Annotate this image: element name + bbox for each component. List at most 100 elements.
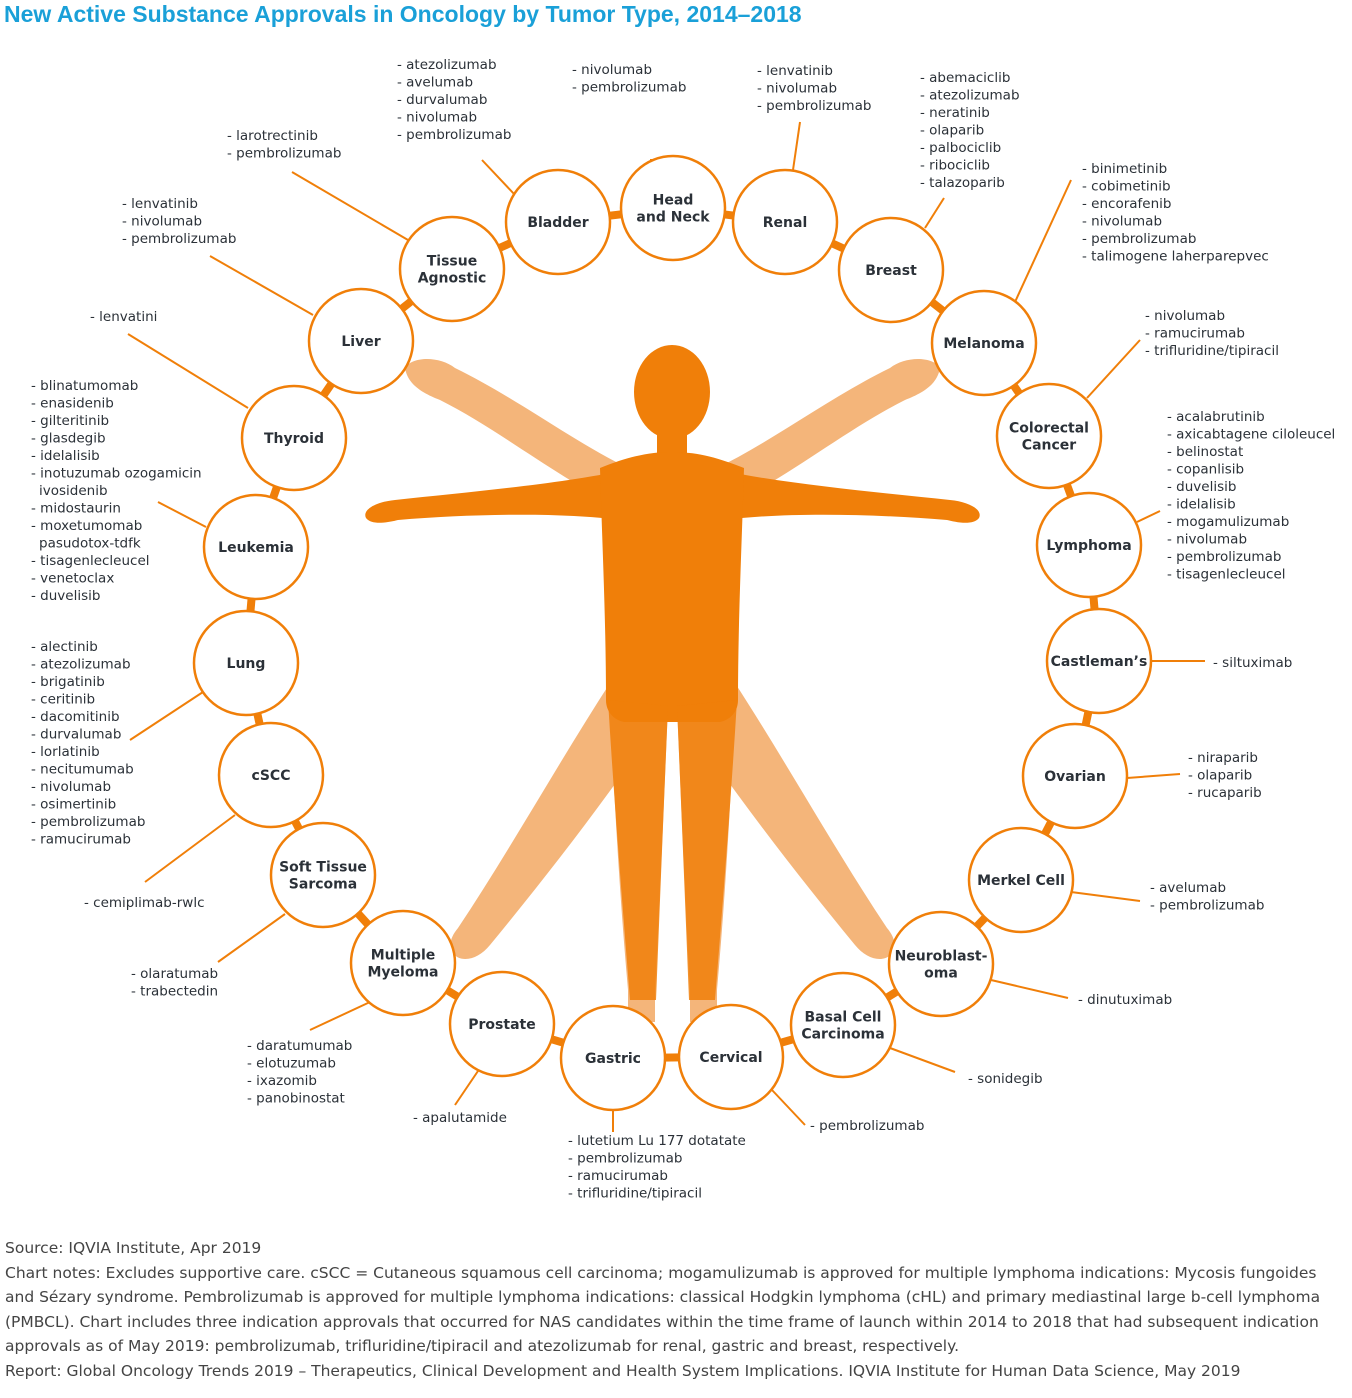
tumor-name: Lung (227, 656, 266, 672)
tumor-circle (504, 168, 612, 276)
tumor-circle (349, 909, 457, 1017)
drug-label: - palbociclib (920, 140, 1001, 156)
tumor-node-renal: Renal- lenvatinib- nivolumab- pembrolizu… (731, 63, 871, 276)
figure-arm-raised-right (713, 359, 940, 508)
tumor-node-lung: Lung- alectinib- atezolizumab- brigatini… (31, 609, 300, 848)
drug-label: - duvelisib (31, 588, 100, 604)
drug-label: - ramucirumab (568, 1168, 668, 1184)
drug-label: - atezolizumab (397, 57, 497, 73)
tumor-name: Lymphoma (1046, 538, 1131, 554)
tumor-name: Soft Tissue (279, 860, 367, 876)
figure-leg-left (608, 700, 668, 1000)
leader-line (771, 1089, 806, 1126)
drug-label: - pembrolizumab (31, 814, 145, 830)
tumor-circle (192, 609, 300, 717)
drug-label: - olaparib (1188, 768, 1252, 784)
tumor-node-liver: Liver- lenvatinib- nivolumab- pembrolizu… (122, 196, 415, 395)
drug-label: - idelalisib (31, 448, 100, 464)
tumor-circle (398, 215, 506, 323)
drug-label: - ramucirumab (31, 832, 131, 848)
figure-arm-raised-left (405, 359, 632, 508)
leader-line (454, 1070, 479, 1106)
tumor-name: Gastric (585, 1051, 641, 1067)
drug-label: - talazoparib (920, 175, 1005, 191)
leader-line (217, 913, 286, 963)
drug-label: - duvelisib (1167, 479, 1236, 495)
drug-label: - daratumumab (247, 1038, 352, 1054)
drug-label: - cobimetinib (1082, 179, 1171, 195)
tumor-name: Ovarian (1044, 769, 1106, 785)
tumor-node-neuroblastoma: Neuroblast-oma- dinutuximab (887, 910, 1172, 1018)
figure-arm-left (365, 470, 625, 523)
tumor-circle (307, 287, 415, 395)
tumor-name: Thyroid (264, 431, 324, 447)
tumor-node-melanoma: Melanoma- binimetinib- cobimetinib- enco… (930, 161, 1269, 397)
drug-label: - niraparib (1188, 750, 1258, 766)
human-figure (365, 345, 980, 1022)
tumor-name: Merkel Cell (977, 873, 1065, 889)
tumor-name: Prostate (468, 1017, 535, 1033)
tumor-name: Multiple (371, 948, 436, 964)
leader-line (127, 333, 249, 409)
drug-label: - durvalumab (397, 92, 487, 108)
drug-label: - rucaparib (1188, 785, 1262, 801)
drug-label: ivosidenib (39, 483, 108, 499)
drug-label: - belinostat (1167, 444, 1243, 460)
drug-label: - durvalumab (31, 727, 121, 743)
drug-label: - nivolumab (1145, 308, 1225, 324)
tumor-name: Colorectal (1009, 421, 1089, 437)
drug-label: - inotuzumab ozogamicin (31, 466, 202, 482)
drug-label: - talimogene laherparepvec (1082, 249, 1269, 265)
leader-line (792, 121, 801, 171)
tumor-node-gastric: Gastric- lutetium Lu 177 dotatate- pembr… (559, 1004, 746, 1202)
drug-label: - nivolumab (1082, 214, 1162, 230)
figure-leg-right (677, 700, 737, 1000)
leader-line (1126, 773, 1181, 779)
drug-label: - venetoclax (31, 571, 114, 587)
drug-label: - nivolumab (757, 81, 837, 97)
tumor-name: Breast (865, 263, 917, 279)
drug-label: - nivolumab (122, 214, 202, 230)
drug-label: - idelalisib (1167, 497, 1236, 513)
leader-line (129, 691, 204, 741)
tumor-node-castlemans: Castleman’s- siltuximab (1045, 607, 1292, 715)
chart-title: New Active Substance Approvals in Oncolo… (4, 1, 802, 27)
tumor-name: Agnostic (418, 271, 487, 287)
drug-label: - trifluridine/tipiracil (568, 1186, 702, 1202)
drug-label: - nivolumab (31, 779, 111, 795)
tumor-circle (731, 168, 839, 276)
leader-line (1086, 339, 1141, 399)
drug-label: - necitumumab (31, 762, 134, 778)
drug-label: - enasidenib (31, 396, 114, 412)
tumor-circle (1045, 607, 1153, 715)
tumor-name: Melanoma (943, 336, 1024, 352)
report-note: Report: Global Oncology Trends 2019 – Th… (5, 1361, 1241, 1380)
tumor-node-breast: Breast- abemaciclib- atezolizumab- nerat… (837, 70, 1020, 324)
drug-label: - moxetumomab (31, 518, 142, 534)
drug-label: - pembrolizumab (1167, 549, 1281, 565)
tumor-node-thyroid: Thyroid- lenvatini (90, 309, 348, 492)
tumor-circle (559, 1004, 667, 1112)
figure-head (634, 345, 710, 439)
tumor-circle (1021, 722, 1129, 830)
drug-label: - olaparib (920, 123, 984, 139)
tumor-node-cscc: cSCC- cemiplimab-rwlc (84, 721, 325, 911)
drug-label: - tisagenlecleucel (31, 553, 150, 569)
drug-label: - axicabtagene ciloleucel (1167, 427, 1335, 443)
tumor-circle (967, 826, 1075, 934)
leader-line (924, 197, 945, 229)
drug-label: - panobinostat (247, 1091, 345, 1107)
leader-line (309, 1001, 371, 1031)
tumor-circle (930, 289, 1038, 397)
drug-label: - pembrolizumab (1082, 231, 1196, 247)
drug-label: - pembrolizumab (572, 80, 686, 96)
drug-label: - pembrolizumab (397, 127, 511, 143)
tumor-name: Tissue (427, 254, 477, 270)
tumor-node-lymphoma: Lymphoma- acalabrutinib- axicabtagene ci… (1035, 409, 1335, 599)
tumor-name: Liver (341, 334, 380, 350)
drug-label: - lorlatinib (31, 744, 100, 760)
tumor-circle (789, 971, 897, 1079)
